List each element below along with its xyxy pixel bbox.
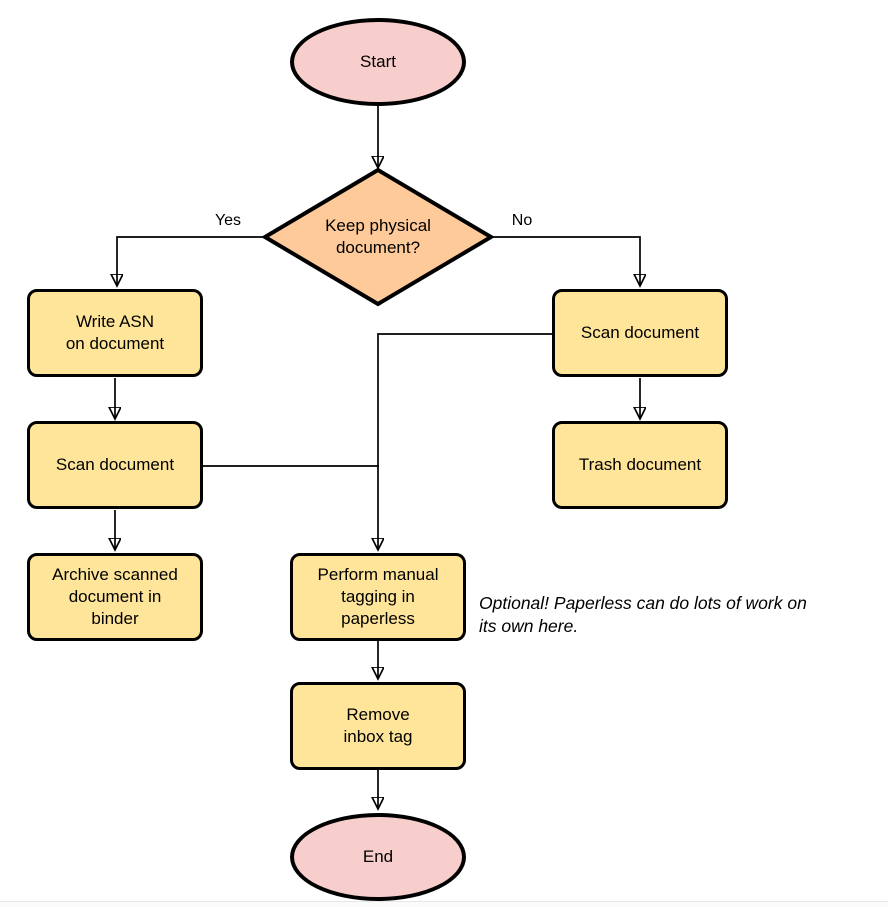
node-write-asn: Write ASN on document (27, 289, 203, 377)
node-trash-document-label: Trash document (578, 455, 702, 475)
node-remove-inbox-tag: Remove inbox tag (290, 682, 466, 770)
node-scan-document-right-label: Scan document (580, 323, 700, 343)
edge-label-yes: Yes (214, 212, 242, 229)
node-end: End (290, 813, 466, 901)
edge-decision-no-to-scan-right (491, 236, 640, 285)
node-decision-label: Keep physical document? (325, 216, 431, 257)
node-perform-tagging-label: Perform manual tagging in paperless (317, 565, 439, 628)
node-archive-scanned-label: Archive scanned document in binder (52, 565, 178, 628)
annotation-optional-note: Optional! Paperless can do lots of work … (479, 593, 807, 637)
edge-decision-yes-to-write-asn (117, 236, 265, 285)
node-remove-inbox-tag-label: Remove inbox tag (343, 705, 413, 746)
node-archive-scanned: Archive scanned document in binder (27, 553, 203, 641)
node-scan-document-left-label: Scan document (55, 455, 175, 475)
node-start-label: Start (360, 52, 396, 72)
node-scan-document-left: Scan document (27, 421, 203, 509)
node-write-asn-label: Write ASN on document (65, 312, 165, 353)
node-start: Start (290, 18, 466, 106)
edge-scan-right-to-perform-tagging (378, 333, 552, 549)
node-decision: Keep physical document? (293, 203, 463, 271)
decision-diamond-shape (261, 167, 495, 307)
node-trash-document: Trash document (552, 421, 728, 509)
node-scan-document-right: Scan document (552, 289, 728, 377)
node-perform-tagging: Perform manual tagging in paperless (290, 553, 466, 641)
page-bottom-edge (0, 901, 888, 907)
node-end-label: End (362, 847, 394, 867)
edge-label-no: No (511, 212, 533, 229)
